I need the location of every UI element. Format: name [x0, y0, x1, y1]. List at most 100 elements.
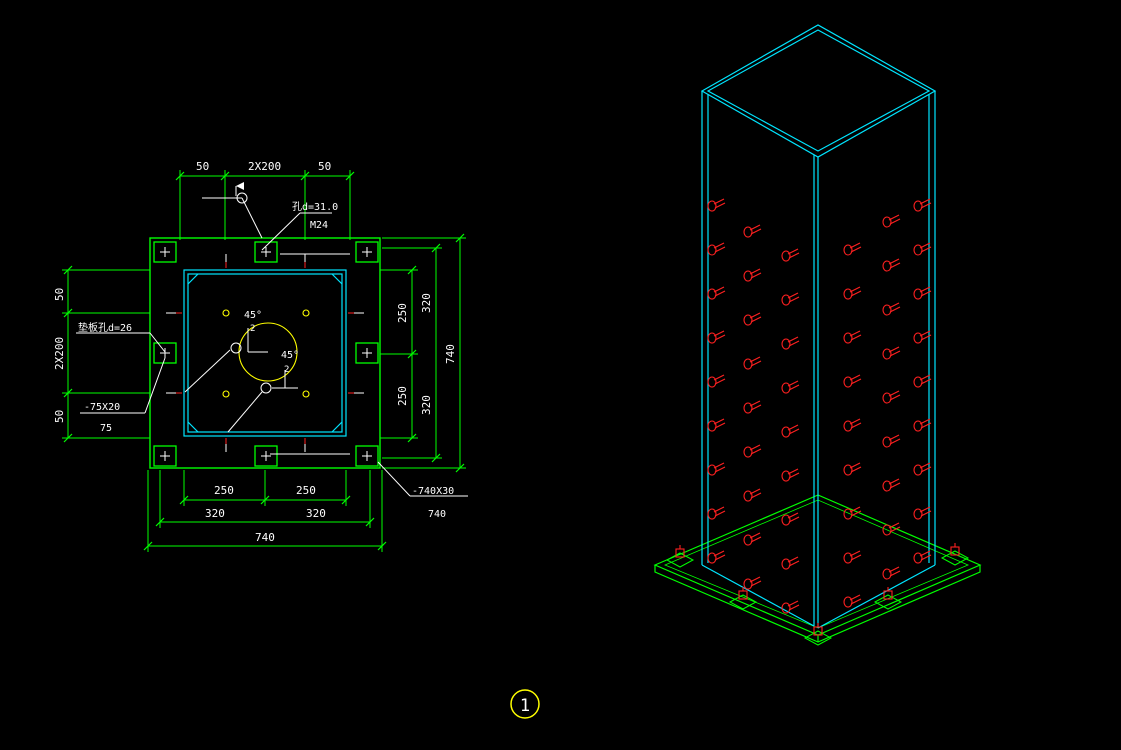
anchor-bolt-icon — [883, 587, 893, 600]
weld-angle-1: 45° — [244, 310, 262, 321]
dim-left-center: 2X200 — [53, 337, 66, 370]
plan-dimension-lines — [62, 170, 466, 552]
anchor-washer-plates — [153, 241, 379, 467]
anchor-bolt-icon — [738, 587, 748, 600]
bolt-icon — [707, 418, 726, 432]
bolt-icon — [882, 566, 901, 580]
bolt-icon — [781, 336, 800, 350]
bolt-icon — [743, 268, 762, 282]
view-label: 1 — [520, 696, 530, 716]
bolt-icon — [882, 214, 901, 228]
bolt-icon — [707, 550, 726, 564]
hole-callout: 孔d=31.0 — [292, 201, 338, 213]
stiffener-width: 75 — [100, 423, 112, 434]
bolt-icon — [781, 248, 800, 262]
dim-bottom-mid-right: 320 — [306, 507, 326, 520]
dim-bottom-inner-left: 250 — [214, 484, 234, 497]
dim-right-outer: 740 — [444, 344, 457, 364]
stiffener-red-marks — [176, 262, 354, 444]
bolt-icon — [843, 462, 862, 476]
anchor-bolt-icon — [813, 623, 823, 636]
bolt-icon — [781, 512, 800, 526]
anchor-bolt-icon — [950, 543, 960, 556]
dim-bottom-inner-right: 250 — [296, 484, 316, 497]
bolt-icon — [882, 346, 901, 360]
bolt-icon — [913, 374, 932, 388]
bolt-icon — [913, 242, 932, 256]
bolt-icon — [843, 506, 862, 520]
bolt-icon — [913, 198, 932, 212]
weld-angle-2: 45° — [281, 350, 299, 361]
dim-top-center: 2X200 — [248, 160, 281, 173]
weld-angle-1-sub: 2 — [250, 324, 255, 334]
iso-bolts — [707, 198, 932, 614]
bolt-icon — [743, 532, 762, 546]
bolt-icon — [882, 390, 901, 404]
dim-top-left: 50 — [196, 160, 209, 173]
bolt-icon — [913, 506, 932, 520]
bolt-icon — [913, 418, 932, 432]
bolt-icon — [843, 286, 862, 300]
iso-base-plate — [653, 494, 982, 643]
bolt-icon — [843, 242, 862, 256]
bolt-icon — [913, 462, 932, 476]
bolt-icon — [843, 330, 862, 344]
base-plate-plan-view: 50 2X200 50 50 2X200 50 250 250 320 320 … — [53, 160, 468, 552]
bolt-icon — [913, 286, 932, 300]
bolt-icon — [707, 242, 726, 256]
baseplate-width: 740 — [428, 509, 446, 520]
column-isometric-view — [653, 24, 982, 646]
bolt-icon — [707, 506, 726, 520]
bolt-icon — [882, 434, 901, 448]
bolt-icon — [743, 576, 762, 590]
anchor-bolt-marks — [160, 247, 372, 461]
iso-anchor-bolts — [675, 543, 960, 636]
stiffener-marks — [166, 253, 364, 455]
base-plate-outline — [149, 237, 381, 469]
bolt-icon — [743, 224, 762, 238]
bolt-icon — [707, 198, 726, 212]
bolt-icon — [743, 312, 762, 326]
weld-leaders — [76, 192, 468, 497]
weld-flag-icon — [236, 182, 244, 190]
bolt-icon — [781, 380, 800, 394]
bolt-icon — [882, 522, 901, 536]
bolt-icon — [743, 444, 762, 458]
bolt-icon — [781, 424, 800, 438]
dim-bottom-mid-left: 320 — [205, 507, 225, 520]
bolt-icon — [781, 600, 800, 614]
bolt-icon — [843, 418, 862, 432]
anchor-bolt-icon — [675, 545, 685, 558]
bolt-icon — [781, 468, 800, 482]
dim-left-bottom: 50 — [53, 410, 66, 423]
washer-callout: 垫板孔d=26 — [78, 321, 132, 334]
bolt-icon — [743, 488, 762, 502]
stiffener-callout: -75X20 — [84, 402, 120, 413]
dim-left-top: 50 — [53, 288, 66, 301]
column-section — [183, 269, 347, 437]
weld-angle-2-sub: 2 — [284, 365, 289, 375]
bolt-icon — [843, 550, 862, 564]
bolt-icon — [707, 462, 726, 476]
bolt-icon — [882, 302, 901, 316]
baseplate-callout: -740X30 — [412, 486, 454, 497]
bolt-icon — [843, 374, 862, 388]
bolt-icon — [913, 330, 932, 344]
dim-top-right: 50 — [318, 160, 331, 173]
bolt-icon — [882, 478, 901, 492]
view-label-marker: 1 — [510, 689, 540, 719]
bolt-icon — [882, 258, 901, 272]
bolt-icon — [707, 330, 726, 344]
bolt-icon — [781, 556, 800, 570]
bolt-icon — [707, 374, 726, 388]
dim-right-inner-top: 250 — [396, 303, 409, 323]
iso-column — [700, 24, 937, 629]
bolt-icon — [843, 594, 862, 608]
dim-right-mid-bottom: 320 — [420, 395, 433, 415]
dim-bottom-outer: 740 — [255, 531, 275, 544]
dim-right-mid-top: 320 — [420, 293, 433, 313]
bolt-icon — [743, 400, 762, 414]
bolt-icon — [913, 550, 932, 564]
dim-right-inner-bottom: 250 — [396, 386, 409, 406]
